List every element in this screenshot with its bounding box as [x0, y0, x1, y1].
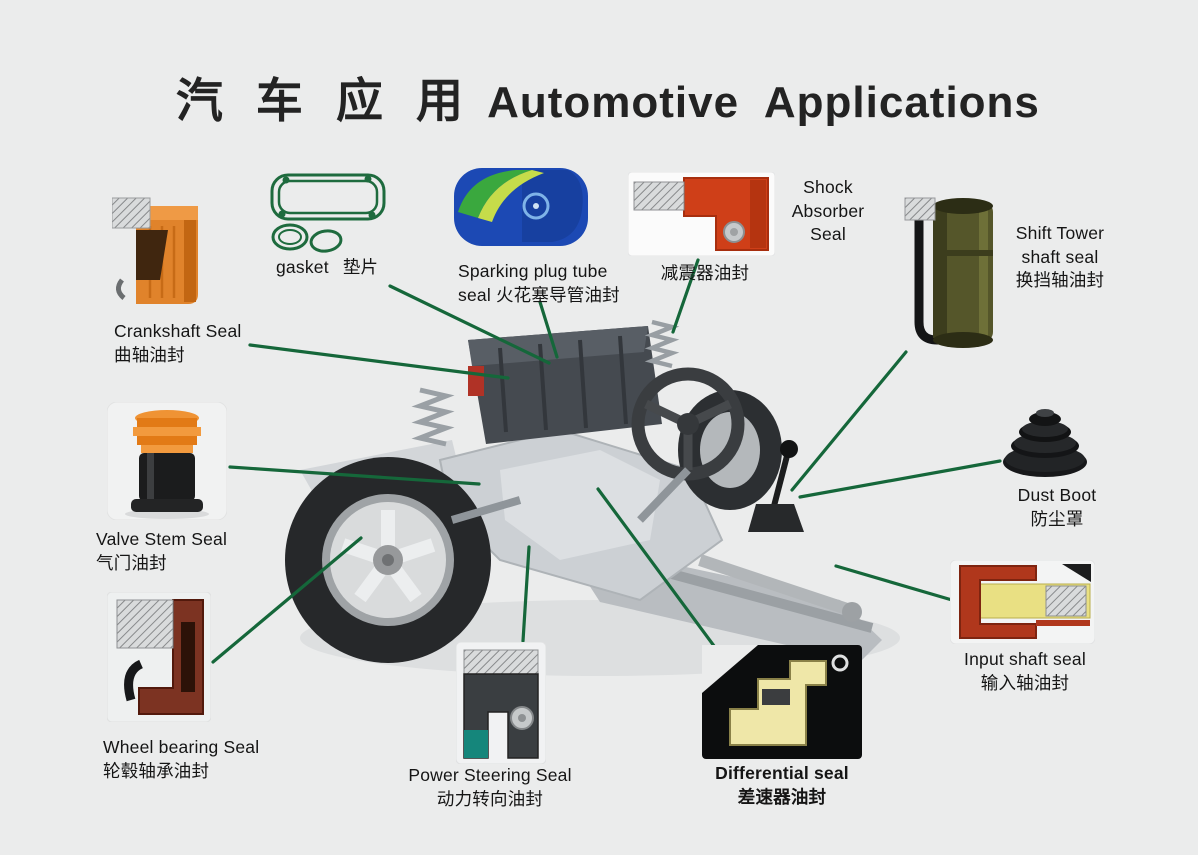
gasket-image [270, 173, 386, 253]
page-title: 汽 车 应 用 Automotive Applications [0, 44, 1198, 149]
crankshaft-seal-image [111, 197, 198, 304]
gasket-label-zh: 垫片 [342, 257, 379, 277]
page-title-zh: 汽 车 应 用 [175, 74, 474, 127]
differential-seal-image [702, 645, 862, 759]
page-title-en: Automotive Applications [487, 78, 1040, 127]
dust-boot-label-zh: 防尘罩 [1030, 508, 1084, 529]
gasket-label-en: gasket [276, 257, 329, 277]
connector-line-shock-absorber [671, 258, 700, 334]
power-steering-seal-label-en: Power Steering Seal [408, 765, 572, 785]
connector-line-dust-boot [798, 459, 1002, 499]
connector-line-wheel-bearing [211, 536, 363, 664]
sparking-plug-tube-seal-label-zh: 火花塞导管油封 [495, 284, 620, 305]
differential-seal-label-en: Differential seal [715, 763, 849, 783]
connector-line-gasket [388, 284, 551, 365]
connector-line-valve-stem [228, 465, 481, 486]
connector-line-sparking-plug [538, 300, 559, 359]
valve-stem-seal-image [106, 401, 228, 521]
input-shaft-seal-label-zh: 输入轴油封 [980, 672, 1070, 693]
crankshaft-seal-label-zh: 曲轴油封 [114, 344, 185, 365]
input-shaft-seal-label-en: Input shaft seal [964, 649, 1086, 669]
connector-line-differential [596, 487, 719, 652]
wheel-bearing-seal-image [106, 591, 212, 723]
valve-stem-seal-label-en: Valve Stem Seal [96, 529, 228, 549]
connector-line-power-steering [521, 545, 531, 643]
shock-absorber-seal-label-en: Shock Absorber Seal [791, 177, 865, 245]
car-chassis-illustration [285, 319, 900, 676]
sparking-plug-tube-seal-image [454, 168, 588, 246]
power-steering-seal-label-zh: 动力转向油封 [436, 788, 544, 809]
shift-tower-shaft-seal-label-en: Shift Tower shaft seal [1015, 223, 1105, 267]
wheel-bearing-seal-label-zh: 轮毂轴承油封 [103, 760, 210, 781]
shift-tower-shaft-seal-label-zh: 换挡轴油封 [1015, 270, 1105, 291]
shock-absorber-seal-image [627, 171, 776, 257]
crankshaft-seal-label-en: Crankshaft Seal [114, 321, 242, 341]
dust-boot-image [1003, 409, 1087, 477]
sparking-plug-tube-seal-label-en: Sparking plug tube seal [458, 261, 608, 305]
connector-lines [211, 258, 1002, 664]
dust-boot-label-en: Dust Boot [1017, 485, 1097, 505]
wheel-bearing-seal-label-en: Wheel bearing Seal [103, 737, 260, 757]
valve-stem-seal-label-zh: 气门油封 [96, 552, 167, 573]
connector-line-crankshaft [248, 343, 510, 380]
input-shaft-seal-image [949, 559, 1096, 645]
differential-seal-label-zh: 差速器油封 [737, 786, 827, 807]
power-steering-seal-image [455, 641, 547, 765]
connector-line-shift-tower [790, 350, 908, 492]
shift-tower-shaft-seal-image [904, 197, 993, 348]
connector-line-input-shaft [834, 564, 954, 602]
shock-absorber-seal-label-zh: 减震器油封 [660, 263, 750, 283]
